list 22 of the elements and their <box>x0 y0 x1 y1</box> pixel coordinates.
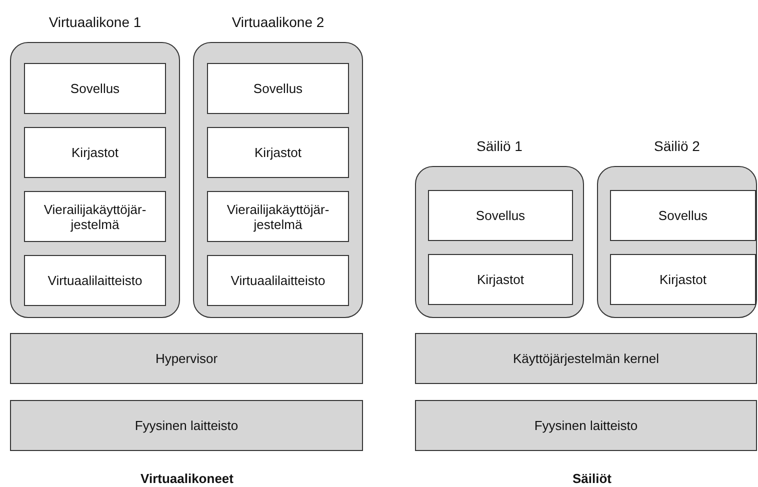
layer-box: Kirjastot <box>428 254 573 305</box>
section-caption: Virtuaalikoneet <box>140 471 234 486</box>
layer-box: Vierailijakäyttöjär-jestelmä <box>207 191 349 242</box>
layer-bar: Fyysinen laitteisto <box>10 400 363 451</box>
layer-bar: Fyysinen laitteisto <box>415 400 757 451</box>
layer-box: Virtuaalilaitteisto <box>24 255 166 306</box>
layer-box: Kirjastot <box>610 254 756 305</box>
layer-box: Kirjastot <box>207 127 349 178</box>
layer-box: Sovellus <box>24 63 166 114</box>
layer-box: Kirjastot <box>24 127 166 178</box>
container-heading: Säiliö 1 <box>476 138 524 154</box>
container-heading: Virtuaalikone 1 <box>48 14 142 30</box>
container-heading: Säiliö 2 <box>653 138 701 154</box>
layer-box: Sovellus <box>207 63 349 114</box>
layer-box: Virtuaalilaitteisto <box>207 255 349 306</box>
layer-box: Vierailijakäyttöjär-jestelmä <box>24 191 166 242</box>
section-caption: Säiliöt <box>572 471 612 486</box>
layer-box: Sovellus <box>610 190 756 241</box>
container-heading: Virtuaalikone 2 <box>230 14 326 30</box>
layer-bar: Käyttöjärjestelmän kernel <box>415 333 757 384</box>
layer-bar: Hypervisor <box>10 333 363 384</box>
layer-box: Sovellus <box>428 190 573 241</box>
